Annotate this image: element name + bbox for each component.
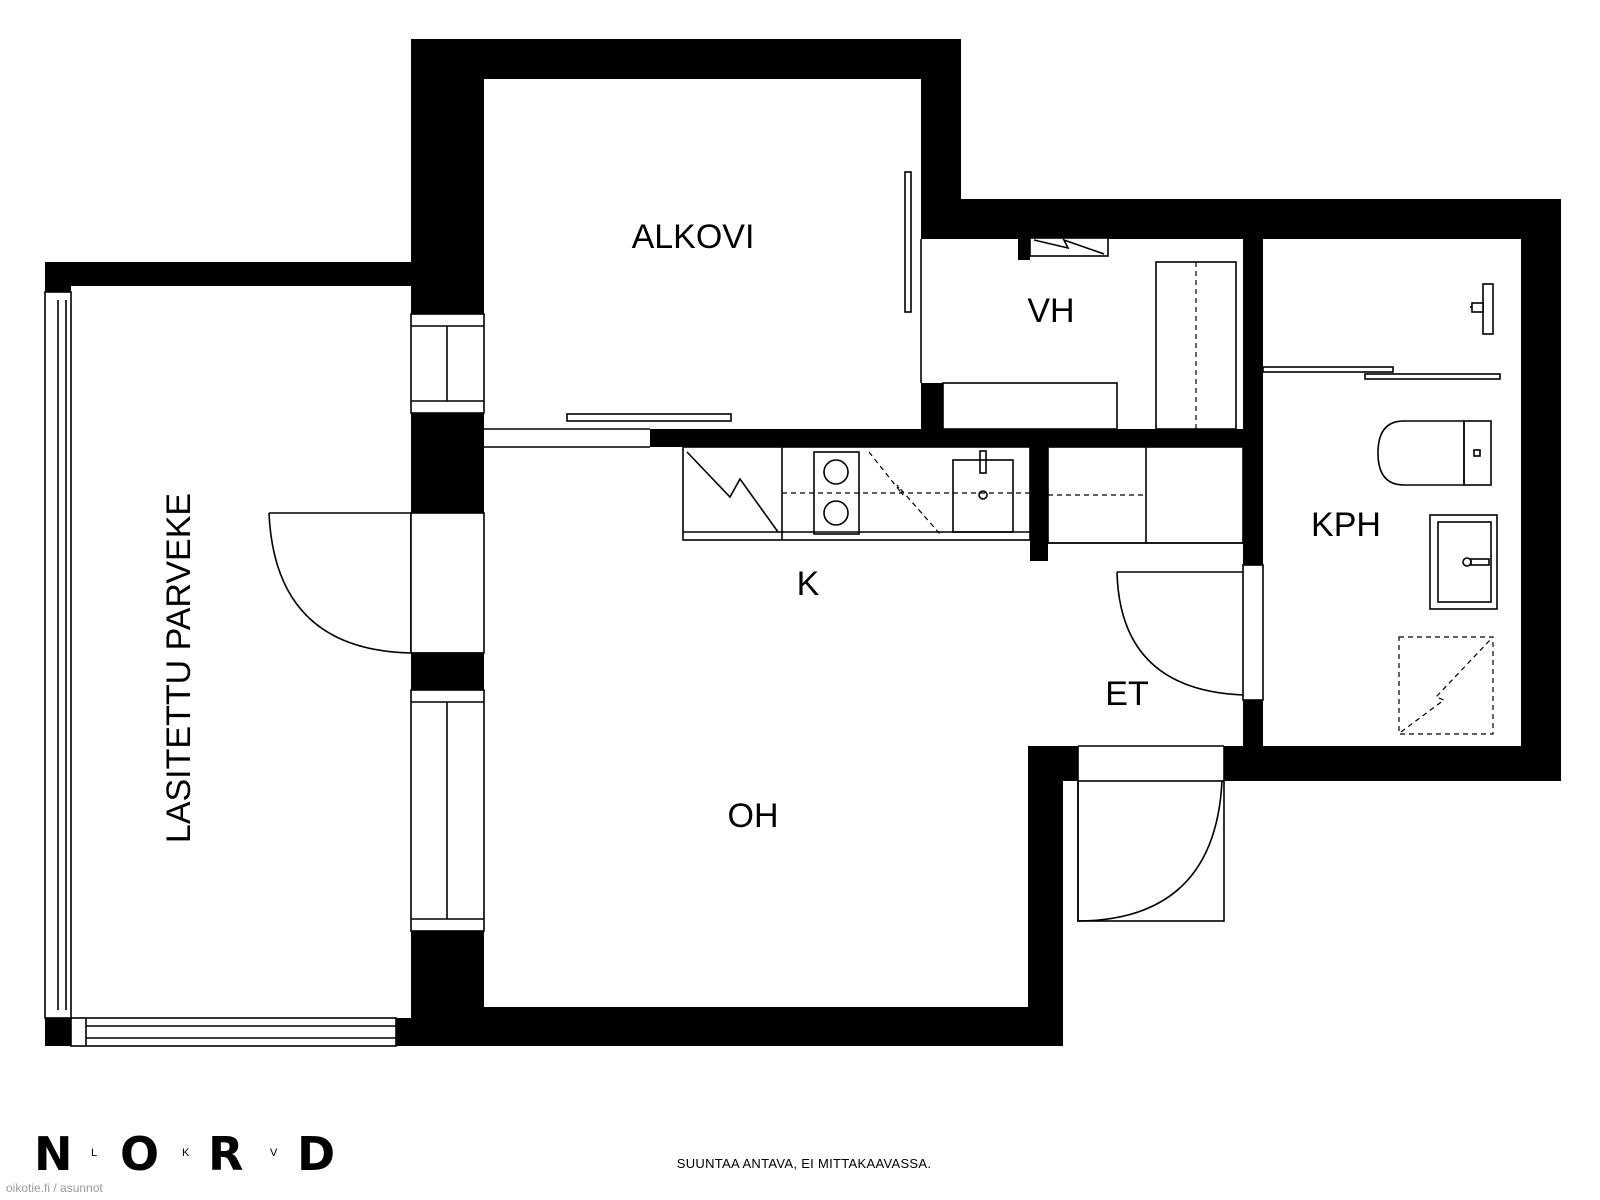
balcony-door-swing <box>268 512 412 654</box>
room-label-k: K <box>797 565 820 603</box>
walls <box>45 39 1561 1046</box>
logo-letter-r: R <box>208 1127 243 1181</box>
doors <box>268 512 1264 922</box>
wall-entry-top <box>1028 746 1078 781</box>
logo-letter-o: O <box>120 1127 159 1181</box>
windows <box>44 239 922 1047</box>
logo-letter-d: D <box>297 1127 335 1181</box>
wall-entry-left <box>1028 746 1063 1046</box>
disclaimer-text: SUUNTAA ANTAVA, EI MITTAKAAVASSA. <box>677 1156 932 1171</box>
wall-alkovi-right-lower <box>921 383 943 429</box>
room-label-oh: OH <box>728 797 779 835</box>
watermark-text: oikotie.fi / asunnot <box>6 1181 103 1195</box>
wall-alkovi-bottom <box>650 429 1263 447</box>
wall-balcony-bottom-right <box>396 1018 411 1046</box>
fridge-symbol <box>686 451 779 533</box>
wall-living-left-2 <box>411 653 484 690</box>
wall-balcony-left-top <box>45 262 71 292</box>
vh-storage-door-symbol <box>1029 237 1109 257</box>
kitchen-sink <box>952 459 1014 533</box>
wall-living-left-1 <box>411 413 484 513</box>
room-label-et: ET <box>1105 675 1148 713</box>
logo-letter-k: K <box>182 1147 190 1159</box>
sliding-doors <box>566 171 1501 422</box>
kitchen <box>682 446 1244 544</box>
wardrobe <box>942 237 1237 430</box>
room-label-balcony: LASITETTU PARVEKE <box>160 493 198 843</box>
room-label-alkovi: ALKOVI <box>632 218 755 256</box>
wall-entry-top-right <box>1224 746 1264 781</box>
wall-bottom <box>411 1007 1063 1046</box>
logo-letter-l: L <box>91 1147 97 1159</box>
logo: N L O K R V D <box>34 1127 335 1181</box>
stove-burner-1 <box>823 459 849 485</box>
balcony-glazing-bottom <box>70 1017 397 1047</box>
wall-bath-bottom <box>1230 746 1561 781</box>
wall-alkovi-left <box>411 39 484 314</box>
entry-door-leaf <box>1077 780 1225 922</box>
toilet <box>1377 420 1465 486</box>
wall-right-exterior <box>1521 199 1561 781</box>
wall-balcony-left-bottom <box>45 1018 71 1046</box>
entry-door-swing <box>1077 780 1223 922</box>
bath-door-leaf <box>1242 564 1264 701</box>
bath-sliding-panel-1 <box>1262 366 1394 373</box>
logo-letter-v: V <box>270 1147 278 1159</box>
room-label-kph: KPH <box>1311 506 1381 544</box>
sink-faucet <box>979 450 987 474</box>
bath-sliding-panel-2 <box>1364 373 1501 380</box>
shower-faucet <box>1482 283 1494 335</box>
wall-kitchen-pillar <box>1030 447 1048 561</box>
alkovi-sliding-panel-vertical <box>904 171 912 313</box>
logo-letter-n: N <box>34 1127 73 1181</box>
wall-balcony-top <box>45 262 411 286</box>
wall-corridor-top <box>921 199 1561 239</box>
wall-bath-left <box>1243 238 1263 565</box>
vh-shelf-bottom <box>942 382 1118 430</box>
room-label-vh: VH <box>1027 292 1074 330</box>
wall-vh-stub <box>1018 238 1030 260</box>
bathroom-fixtures <box>1377 283 1498 735</box>
bath-sink <box>1429 514 1498 610</box>
toilet-tank <box>1463 420 1492 486</box>
shower-area <box>1398 636 1494 735</box>
bath-door-swing <box>1116 571 1244 696</box>
alkovi-sliding-panel-horizontal <box>566 413 732 422</box>
dishwasher-symbol <box>868 451 941 535</box>
stove-burner-2 <box>823 500 849 526</box>
sink-drain <box>978 490 988 500</box>
wall-alkovi-top <box>411 39 961 79</box>
